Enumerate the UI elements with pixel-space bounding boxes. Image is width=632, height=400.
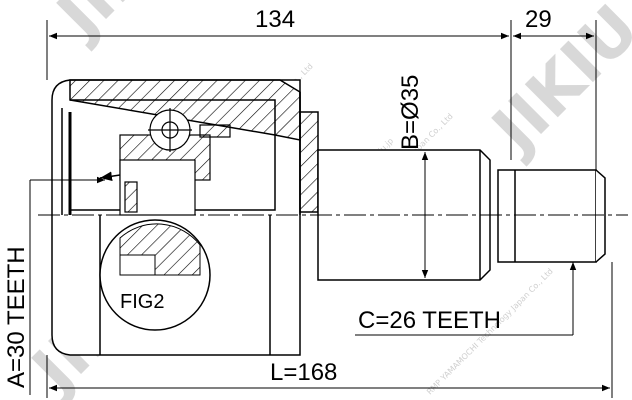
inner-teeth-dimension <box>29 176 105 395</box>
dim-29: 29 <box>525 6 552 33</box>
dim-c-teeth: C=26 TEETH <box>358 307 501 334</box>
watermark-brand-1: JIKIU <box>41 0 218 54</box>
outer-teeth-dimension <box>355 262 577 336</box>
fig2-label: FIG2 <box>120 291 164 313</box>
dim-a-teeth: A=30 TEETH <box>3 246 30 388</box>
top-dimensions <box>46 20 597 170</box>
dim-l-length: L=168 <box>270 359 337 386</box>
fig2-detail <box>99 219 211 331</box>
dim-b-diameter: B=Ø35 <box>397 75 424 150</box>
tripod-assembly <box>99 108 231 216</box>
overall-length-dimension <box>46 262 613 398</box>
watermark-brand-2: JIKIU <box>476 0 632 169</box>
dim-134: 134 <box>255 6 295 33</box>
